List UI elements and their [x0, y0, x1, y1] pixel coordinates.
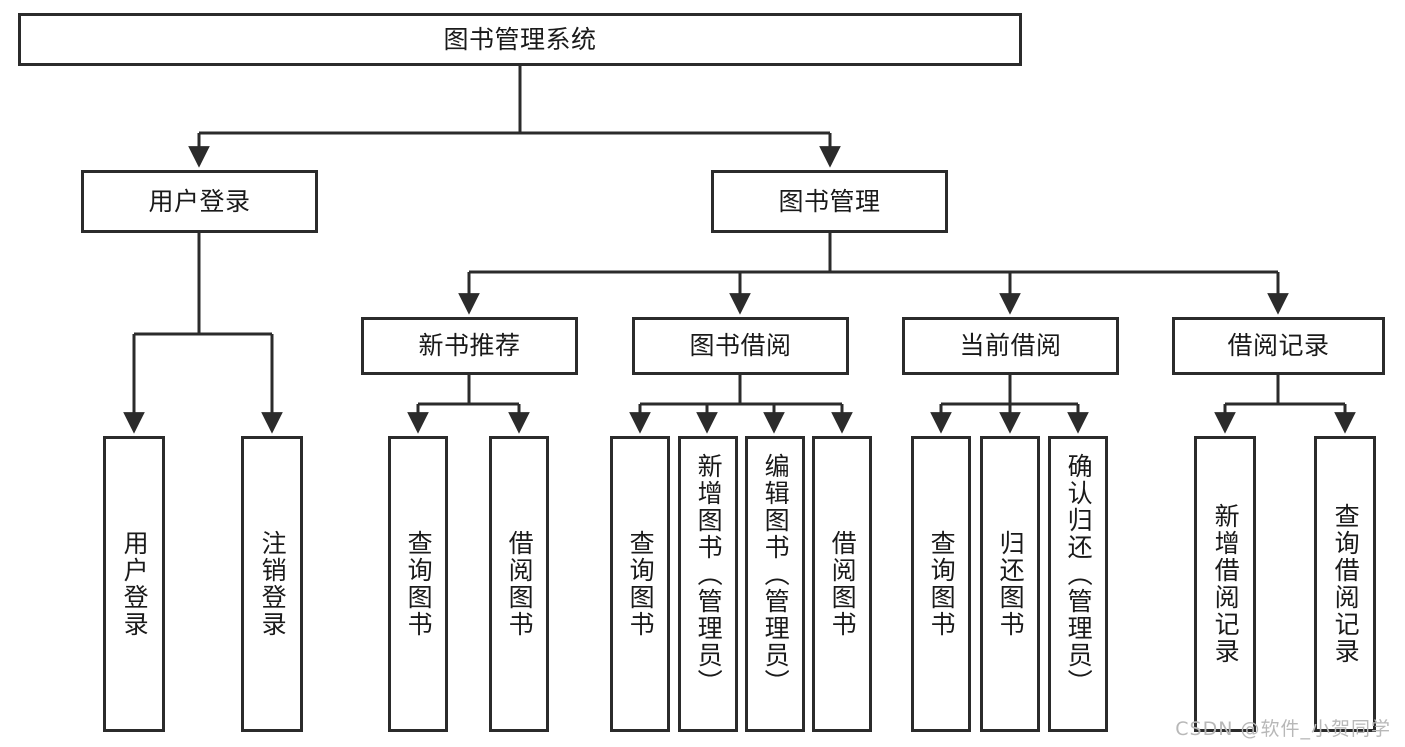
node-label: 注销登录	[258, 530, 288, 638]
leaf-current-borrow-query-book[interactable]: 查询图书	[911, 436, 971, 732]
node-borrow-record[interactable]: 借阅记录	[1172, 317, 1385, 375]
node-label: 借阅图书	[828, 530, 858, 638]
node-label: 新增图书（管理员）	[694, 453, 724, 696]
node-user-login[interactable]: 用户登录	[81, 170, 318, 233]
node-current-borrow[interactable]: 当前借阅	[902, 317, 1119, 375]
leaf-book-borrow-query-book[interactable]: 查询图书	[610, 436, 670, 732]
node-label: 查询借阅记录	[1331, 503, 1361, 665]
node-label: 查询图书	[404, 530, 434, 638]
leaf-user-login-login[interactable]: 用户登录	[103, 436, 165, 732]
node-label: 归还图书	[996, 530, 1026, 638]
node-book-borrow[interactable]: 图书借阅	[632, 317, 849, 375]
node-label: 当前借阅	[959, 331, 1062, 361]
node-label: 新增借阅记录	[1211, 503, 1241, 665]
node-label: 查询图书	[927, 530, 957, 638]
node-label: 新书推荐	[418, 331, 521, 361]
node-label: 借阅记录	[1227, 331, 1330, 361]
node-book-management[interactable]: 图书管理	[711, 170, 948, 233]
node-label: 借阅图书	[505, 530, 535, 638]
leaf-new-book-query-book[interactable]: 查询图书	[388, 436, 448, 732]
leaf-book-borrow-borrow-book[interactable]: 借阅图书	[812, 436, 872, 732]
node-root-book-management-system[interactable]: 图书管理系统	[18, 13, 1022, 66]
leaf-user-login-logout[interactable]: 注销登录	[241, 436, 303, 732]
node-new-book-recommend[interactable]: 新书推荐	[361, 317, 578, 375]
node-label: 用户登录	[148, 186, 251, 216]
node-label: 图书管理系统	[443, 24, 597, 54]
node-label: 图书管理	[778, 186, 881, 216]
leaf-new-book-borrow-book[interactable]: 借阅图书	[489, 436, 549, 732]
node-label: 编辑图书（管理员）	[761, 453, 791, 696]
leaf-current-borrow-confirm-return-admin[interactable]: 确认归还（管理员）	[1048, 436, 1108, 732]
node-label: 查询图书	[626, 530, 656, 638]
node-label: 确认归还（管理员）	[1064, 453, 1094, 696]
leaf-current-borrow-return-book[interactable]: 归还图书	[980, 436, 1040, 732]
leaf-book-borrow-add-book-admin[interactable]: 新增图书（管理员）	[678, 436, 738, 732]
node-label: 图书借阅	[689, 331, 792, 361]
leaf-borrow-record-add-record[interactable]: 新增借阅记录	[1194, 436, 1256, 732]
watermark: CSDN @软件_小贺同学	[1175, 718, 1391, 740]
leaf-borrow-record-query-record[interactable]: 查询借阅记录	[1314, 436, 1376, 732]
leaf-book-borrow-edit-book-admin[interactable]: 编辑图书（管理员）	[745, 436, 805, 732]
node-label: 用户登录	[120, 530, 150, 638]
